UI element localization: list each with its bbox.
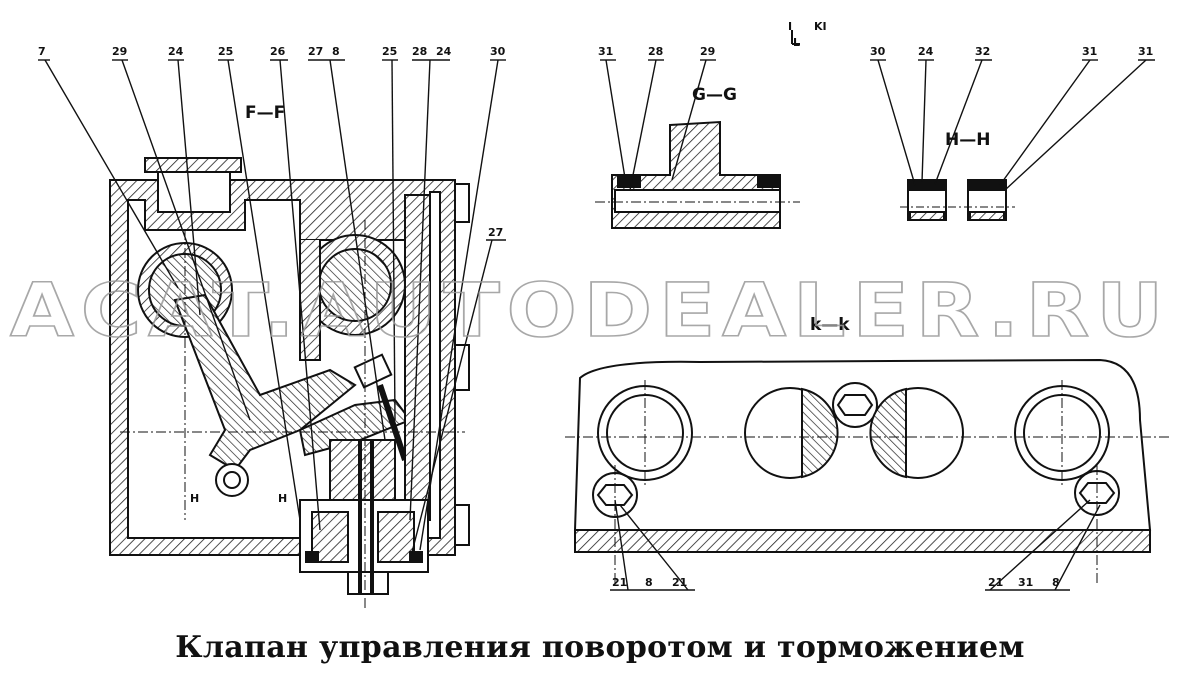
marker-i: I	[788, 20, 792, 33]
callout-kk-8b: 8	[1052, 576, 1060, 589]
callout-kk-21c: 21	[988, 576, 1003, 589]
callout-labels-hh: 30 24 32 31 31	[870, 45, 1153, 58]
callout-gg-29: 29	[700, 45, 715, 58]
callout-29: 29	[112, 45, 127, 58]
ff-leaders	[38, 59, 506, 561]
callout-labels-left: 7 29 24 25 26 27 8 25 28 24 30 27	[38, 45, 506, 239]
callout-hh-31b: 31	[1138, 45, 1153, 58]
view-hh	[791, 30, 1155, 221]
callout-kk-21a: 21	[612, 576, 627, 589]
marker-l: L	[793, 36, 800, 49]
callout-hh-24: 24	[918, 45, 934, 58]
watermark-text: ACAT.AUTODEALER.RU	[10, 268, 1170, 354]
view-kk	[565, 358, 1170, 591]
section-kk-label: k—k	[810, 315, 850, 335]
callout-27-side: 27	[488, 226, 503, 239]
callout-hh-30: 30	[870, 45, 886, 58]
marker-h-left: H	[190, 492, 199, 505]
section-labels: F—F G—G H—H k—k I KI L H H	[190, 20, 990, 505]
callout-7: 7	[38, 45, 46, 58]
callout-25: 25	[218, 45, 233, 58]
callout-gg-28: 28	[648, 45, 663, 58]
section-hh-label: H—H	[945, 130, 990, 150]
callout-30: 30	[490, 45, 506, 58]
callout-hh-31: 31	[1082, 45, 1097, 58]
callout-26: 26	[270, 45, 286, 58]
view-gg	[595, 59, 800, 229]
view-ff	[109, 157, 470, 610]
marker-ki: KI	[814, 20, 827, 33]
callout-24b: 24	[436, 45, 452, 58]
callout-8: 8	[332, 45, 340, 58]
callout-kk-21b: 21	[672, 576, 687, 589]
callout-hh-32: 32	[975, 45, 990, 58]
callout-gg-31: 31	[598, 45, 613, 58]
callout-28: 28	[412, 45, 427, 58]
section-gg-label: G—G	[692, 85, 737, 105]
callout-labels-gg: 31 28 29	[598, 45, 715, 58]
callout-24: 24	[168, 45, 184, 58]
diagram-caption: Клапан управления поворотом и торможение…	[175, 630, 1025, 665]
callout-labels-kk: 21 8 21 21 31 8	[612, 576, 1060, 589]
callout-27: 27	[308, 45, 323, 58]
callout-kk-8a: 8	[645, 576, 653, 589]
marker-h-right: H	[278, 492, 287, 505]
section-ff-label: F—F	[245, 103, 285, 123]
callout-kk-31: 31	[1018, 576, 1033, 589]
callout-25b: 25	[382, 45, 397, 58]
